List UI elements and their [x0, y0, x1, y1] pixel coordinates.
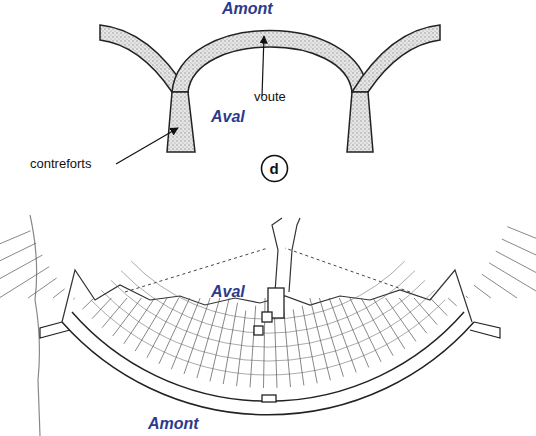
downstream-label: Aval [211, 108, 245, 126]
part-name: voute [254, 90, 286, 104]
part-name: contreforts [30, 157, 91, 171]
upstream-label: Amont [222, 0, 273, 18]
arches [100, 25, 440, 152]
valley [30, 215, 472, 436]
contreforts-leader [116, 128, 178, 164]
dam-structures [254, 288, 284, 402]
figure-letter-circle: d [260, 154, 289, 183]
dam-downstream-face [72, 312, 464, 401]
figure-letter: d [269, 160, 278, 177]
voute-leader [262, 36, 264, 96]
upstream-label: Amont [148, 415, 199, 433]
downstream-label: Aval [211, 283, 245, 301]
dam-upstream-face [62, 322, 474, 415]
